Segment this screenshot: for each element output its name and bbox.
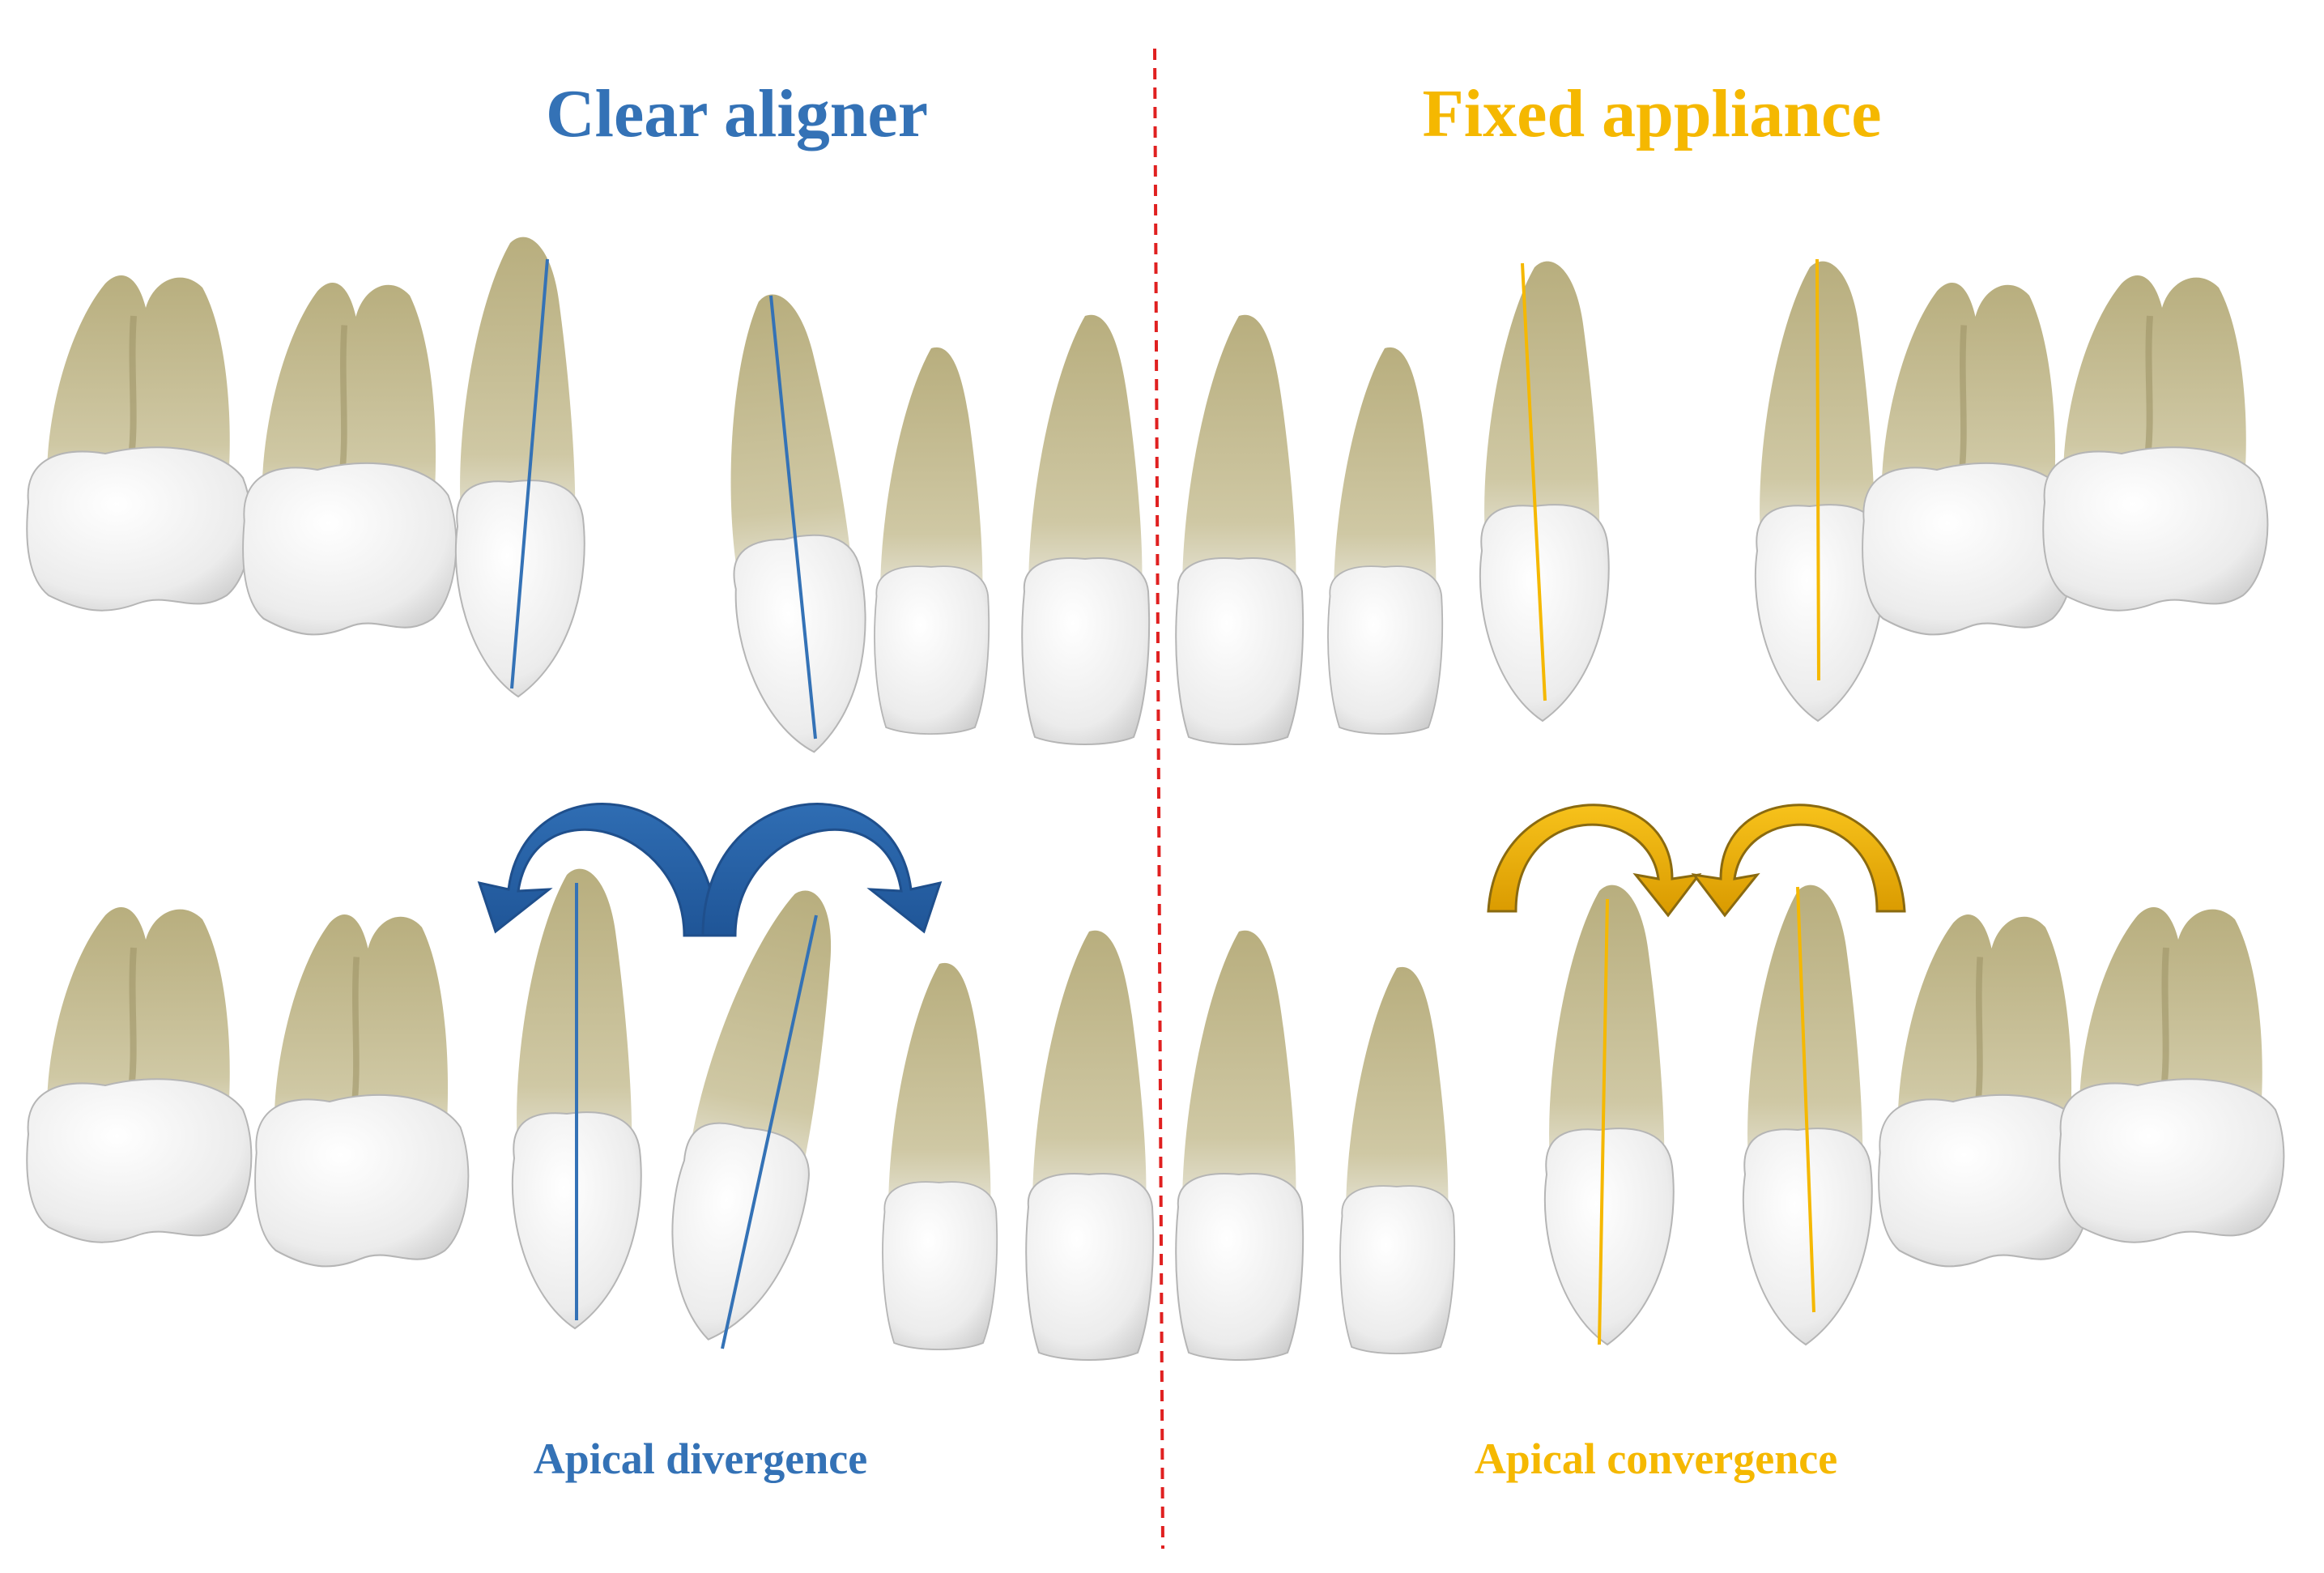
tooth-incisor [1025, 929, 1155, 1361]
upper-row-right-teeth [1175, 260, 2267, 746]
lower-row-right-teeth [1175, 884, 2284, 1361]
tooth-molar [1879, 914, 2092, 1266]
long-axis-line [1815, 258, 1820, 681]
curved-arrow-right-icon [1487, 804, 1702, 918]
tooth-incisor [882, 961, 998, 1350]
tooth-premolar [1543, 884, 1675, 1345]
tooth-incisor [1327, 346, 1444, 735]
tooth-molar [1862, 283, 2075, 634]
apical-convergence-caption: Apical convergence [1474, 1434, 1838, 1483]
upper-row-left-teeth [27, 236, 1151, 760]
curved-arrow-left-icon [477, 803, 718, 937]
apical-divergence-caption: Apical divergence [533, 1434, 868, 1483]
tooth-molar [243, 283, 456, 634]
tooth-incisor [1339, 966, 1456, 1354]
long-axis-line [721, 914, 818, 1349]
tooth-molar [2059, 907, 2284, 1243]
tooth-molar [255, 914, 468, 1266]
long-axis-line [1598, 898, 1609, 1345]
long-axis-line [1796, 886, 1815, 1313]
tooth-molar [27, 275, 251, 611]
divider-line [1153, 48, 1164, 1550]
tooth-incisor [874, 346, 990, 735]
long-axis-line [1521, 262, 1547, 701]
tooth-premolar [454, 236, 585, 697]
tooth-premolar [703, 287, 881, 760]
clear-aligner-title: Clear aligner [545, 76, 928, 151]
tooth-incisor [1175, 313, 1305, 746]
tooth-incisor [1021, 313, 1151, 746]
long-axis-line [510, 258, 549, 689]
long-axis-line [769, 295, 817, 740]
tooth-incisor [1175, 929, 1305, 1361]
curved-arrow-left-icon [1691, 804, 1906, 918]
tooth-premolar [646, 876, 870, 1354]
tooth-premolar [1479, 260, 1610, 722]
fixed-appliance-title: Fixed appliance [1422, 76, 1882, 151]
lower-row-left-teeth [27, 867, 1155, 1361]
curved-arrow-right-icon [701, 803, 943, 937]
tooth-molar [27, 907, 251, 1243]
tooth-molar [2043, 275, 2267, 611]
